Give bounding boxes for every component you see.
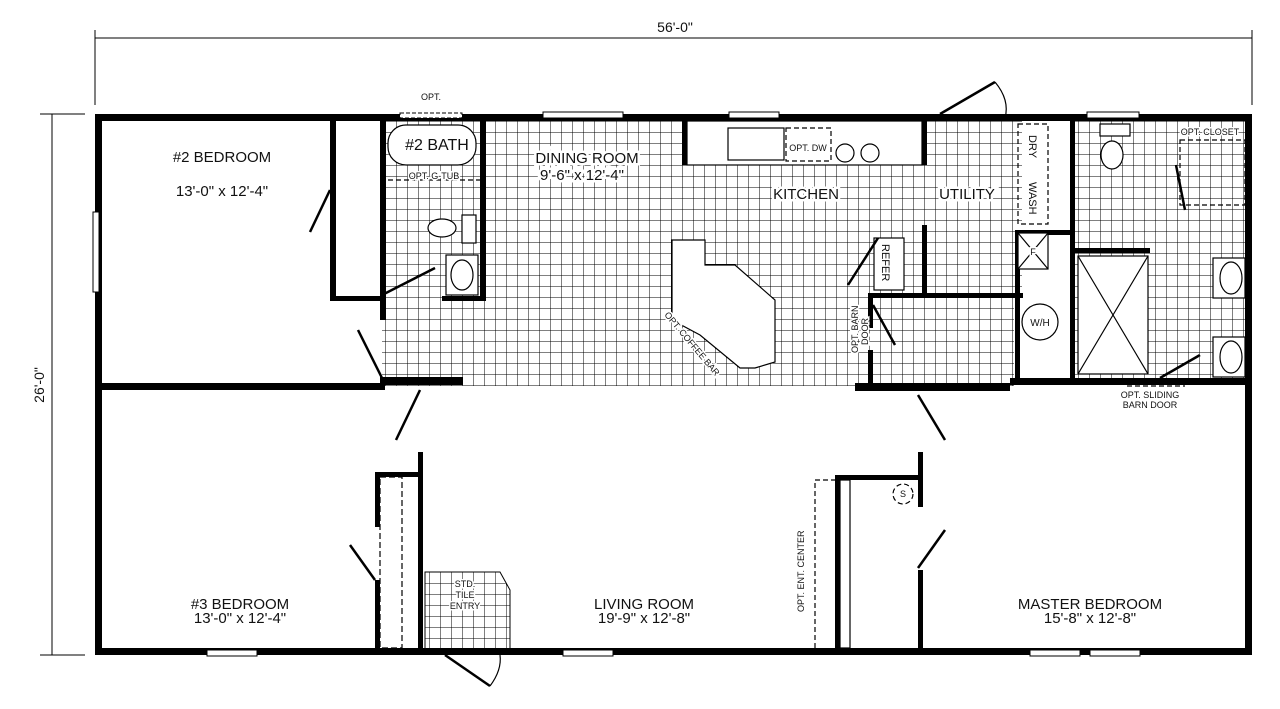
bedroom2-size: 13'-0" x 12'-4" (176, 183, 268, 200)
svg-text:OPT. SLIDING: OPT. SLIDING (1121, 390, 1180, 400)
svg-text:S: S (900, 489, 906, 499)
svg-text:UTILITY: UTILITY (939, 186, 995, 203)
windows (92, 111, 1141, 657)
svg-text:W/H: W/H (1030, 318, 1049, 329)
svg-text:15'-8" x 12'-8": 15'-8" x 12'-8" (1044, 610, 1136, 627)
width-dimension: 56'-0" (94, 19, 1253, 105)
svg-text:#2 BATH: #2 BATH (405, 137, 469, 154)
interior-walls (95, 120, 1252, 652)
bedroom2-label: #2 BEDROOM (173, 149, 271, 166)
svg-text:#3 BEDROOM: #3 BEDROOM (191, 596, 289, 613)
fixtures (379, 120, 1246, 649)
svg-text:13'-0" x 12'-4": 13'-0" x 12'-4" (194, 610, 286, 627)
svg-text:56'-0": 56'-0" (657, 19, 693, 35)
svg-text:STD.: STD. (455, 579, 476, 589)
svg-text:OPT. G-TUB: OPT. G-TUB (409, 171, 460, 181)
svg-text:DINING ROOM: DINING ROOM (535, 150, 638, 167)
svg-text:26'-0": 26'-0" (31, 367, 47, 403)
svg-text:MASTER BEDROOM: MASTER BEDROOM (1018, 596, 1162, 613)
svg-text:ENTRY: ENTRY (450, 601, 480, 611)
svg-text:LIVING ROOM: LIVING ROOM (594, 596, 694, 613)
svg-text:DRY: DRY (1026, 135, 1038, 159)
depth-dimension: 26'-0" (31, 113, 85, 656)
svg-text:REFER: REFER (879, 244, 891, 281)
svg-text:OPT.: OPT. (421, 92, 441, 102)
svg-text:9'-6" x 12'-4": 9'-6" x 12'-4" (540, 167, 624, 184)
svg-text:OPT. DW: OPT. DW (789, 143, 827, 153)
svg-text:OPT. CLOSET: OPT. CLOSET (1181, 127, 1240, 137)
svg-text:19'-9" x 12'-8": 19'-9" x 12'-8" (598, 610, 690, 627)
svg-text:OPT. BARN: OPT. BARN (850, 305, 860, 353)
svg-text:F: F (1030, 247, 1036, 257)
svg-text:DOOR: DOOR (860, 317, 870, 345)
doors (308, 80, 1201, 688)
svg-text:OPT. ENT. CENTER: OPT. ENT. CENTER (796, 530, 806, 612)
svg-text:BARN DOOR: BARN DOOR (1123, 400, 1178, 410)
svg-text:KITCHEN: KITCHEN (773, 186, 839, 203)
svg-text:TILE: TILE (455, 590, 474, 600)
svg-text:WASH: WASH (1026, 182, 1038, 215)
